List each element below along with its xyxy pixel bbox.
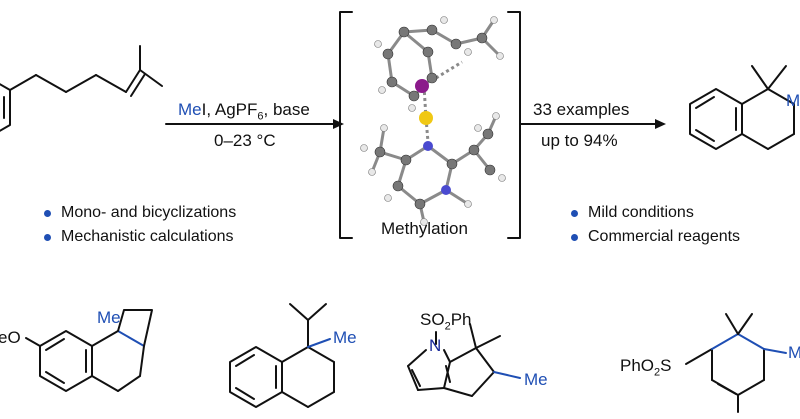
sulfonyl-text: SO xyxy=(420,310,445,329)
nitrogen-atom-2 xyxy=(441,185,451,195)
left-bullet-1: Mono- and bicyclizations xyxy=(44,201,236,225)
example-3-methyl-label: Me xyxy=(524,370,548,389)
example-3-sulfonyl-label: SO2Ph xyxy=(420,310,471,336)
example-2-structure xyxy=(229,303,335,408)
product-methyl-label: M xyxy=(786,91,800,110)
example-4-structure xyxy=(685,313,787,413)
bullet-dot xyxy=(44,209,51,217)
arrow-1-head xyxy=(333,119,344,129)
reagent-label: MeI, AgPF6, base xyxy=(178,100,310,126)
bullet-text: Mechanistic calculations xyxy=(61,228,234,245)
bracket-caption: Methylation xyxy=(381,219,468,238)
methyl-reagent-highlight: Me xyxy=(178,100,202,119)
temperature-label: 0–23 °C xyxy=(214,131,276,150)
scope-count-label: 33 examples xyxy=(533,100,630,119)
reagent-subscript: 6 xyxy=(257,110,264,123)
right-bullet-2: Commercial reagents xyxy=(571,225,740,249)
ball-and-stick-model xyxy=(360,16,506,226)
reagent-tail: , base xyxy=(263,100,310,119)
sulfonyl-subscript: 2 xyxy=(444,320,451,333)
right-bullet-1: Mild conditions xyxy=(571,201,740,225)
iodine-atom xyxy=(415,79,429,93)
example-1-methyl-label: Me xyxy=(97,308,121,327)
example-3-structure xyxy=(407,323,521,397)
arrow-2-head xyxy=(655,119,666,129)
phenyl-text: Ph xyxy=(450,310,472,329)
sulfonyl-text: PhO xyxy=(620,356,655,375)
left-bullet-2: Mechanistic calculations xyxy=(44,225,236,249)
example-4-sulfonyl-label: PhO2S xyxy=(620,356,672,382)
example-4-methyl-label: M xyxy=(788,343,800,362)
right-bracket xyxy=(507,11,521,239)
starting-material-structure xyxy=(0,45,163,132)
bullet-dot xyxy=(571,233,578,241)
left-bullet-list: Mono- and bicyclizations Mechanistic cal… xyxy=(44,201,236,249)
example-3-nitrogen-label: N xyxy=(429,336,442,355)
reagent-text: I, AgPF xyxy=(201,100,258,119)
example-1-methoxy-label: eO xyxy=(0,328,21,347)
product-structure xyxy=(689,65,795,150)
nitrogen-atom-1 xyxy=(423,141,433,151)
bullet-text: Mono- and bicyclizations xyxy=(61,204,237,221)
bullet-dot xyxy=(44,233,51,241)
sulfur-text: S xyxy=(660,356,672,375)
bullet-dot xyxy=(571,209,578,217)
example-2-methyl-label: Me xyxy=(333,328,357,347)
bullet-text: Commercial reagents xyxy=(588,228,741,245)
scope-yield-label: up to 94% xyxy=(541,131,618,150)
silver-atom xyxy=(419,111,433,125)
bullet-text: Mild conditions xyxy=(588,204,694,221)
right-bullet-list: Mild conditions Commercial reagents xyxy=(571,201,740,249)
example-1-structure xyxy=(25,309,153,392)
sulfonyl-subscript: 2 xyxy=(654,366,661,379)
